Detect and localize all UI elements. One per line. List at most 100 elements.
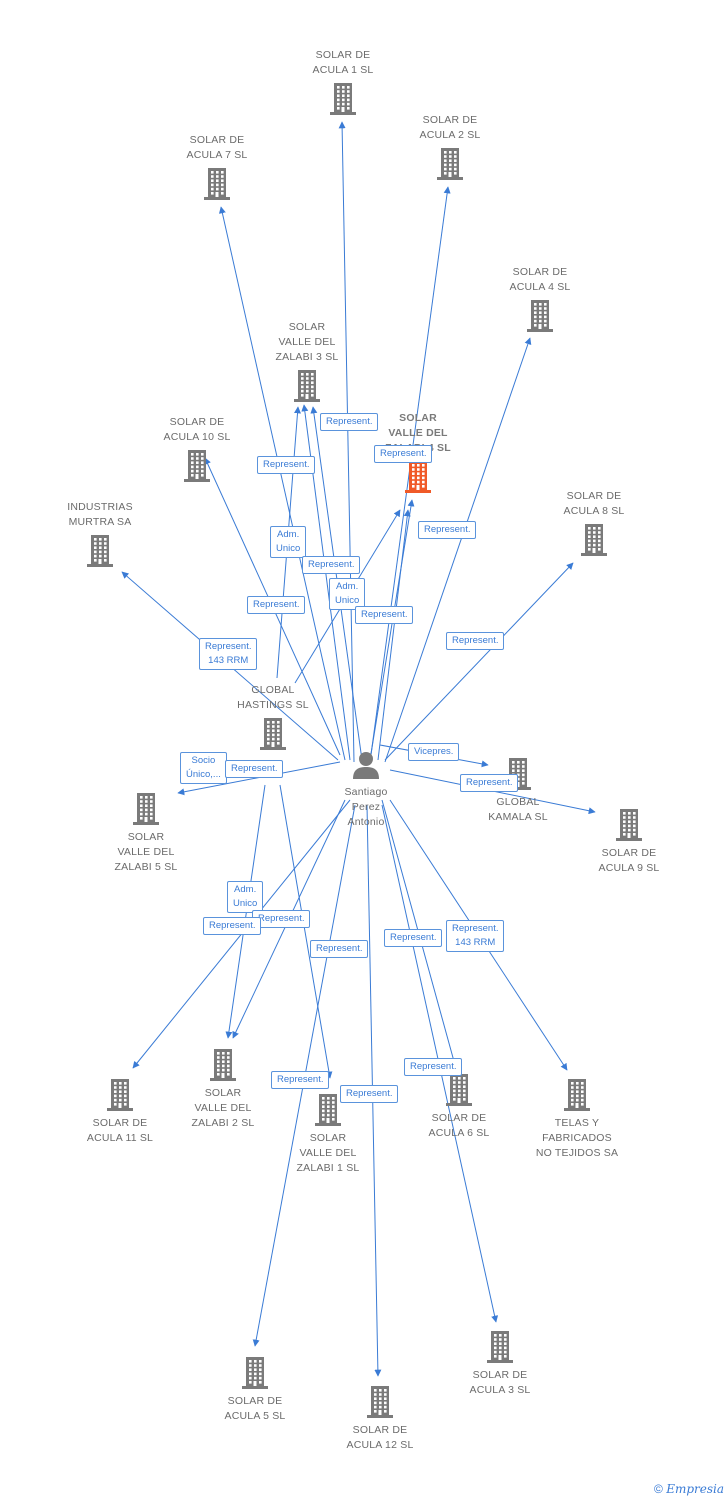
- company-label-line: NO TEJIDOS SA: [535, 1147, 619, 1159]
- company-label-line: HASTINGS SL: [237, 699, 309, 711]
- relation-badge-text: Represent.: [308, 559, 355, 570]
- relation-badge-text: Represent.: [326, 416, 373, 427]
- company-label-line: ACULA 5 SL: [224, 1410, 286, 1422]
- relation-badge-text: Represent.: [346, 1088, 393, 1099]
- company-label-line: SOLAR: [288, 321, 326, 333]
- edge-arrow: [279, 784, 333, 1079]
- relation-badge-text: Represent.: [231, 763, 278, 774]
- relation-badge[interactable]: Represent.: [302, 556, 361, 574]
- company-node-acula9[interactable]: SOLAR DE ACULA 9 SL: [574, 808, 684, 876]
- company-label-line: ZALABI 5 SL: [114, 861, 178, 873]
- building-icon: [162, 167, 272, 203]
- relation-badge-text: Represent.: [316, 943, 363, 954]
- relation-badge-text: Represent.: [263, 459, 310, 470]
- building-icon: [395, 147, 505, 183]
- company-label-line: VALLE DEL: [194, 1102, 252, 1114]
- relation-badge[interactable]: Represent.: [320, 413, 379, 431]
- company-label: SOLAR DE ACULA 1 SL: [288, 48, 398, 78]
- company-label-line: SOLAR: [127, 831, 165, 843]
- relation-badge[interactable]: Represent.143 RRM: [199, 638, 258, 670]
- relation-badge-text: Represent.: [380, 448, 427, 459]
- relation-badge[interactable]: Represent.: [384, 929, 443, 947]
- edge-arrow: [384, 337, 532, 763]
- company-label-line: TELAS Y: [554, 1117, 600, 1129]
- edge-arrow: [369, 499, 415, 761]
- company-label-line: ACULA 11 SL: [86, 1132, 154, 1144]
- relation-badge[interactable]: Represent.: [257, 456, 316, 474]
- company-node-acula6[interactable]: SOLAR DE ACULA 6 SL: [404, 1073, 514, 1141]
- person-label-line: Antonio: [347, 816, 385, 828]
- company-label-line: ACULA 6 SL: [428, 1127, 490, 1139]
- building-icon: [404, 1073, 514, 1109]
- relation-badge[interactable]: Represent.: [418, 521, 477, 539]
- building-icon: [252, 369, 362, 405]
- relation-badge[interactable]: Represent.: [446, 632, 505, 650]
- company-label-line: SOLAR DE: [315, 49, 371, 61]
- edge-arrow: [338, 121, 355, 763]
- building-icon: [65, 1078, 175, 1114]
- building-icon: [539, 523, 649, 559]
- company-label: SOLAR DE ACULA 6 SL: [404, 1111, 514, 1141]
- company-node-acula1[interactable]: SOLAR DE ACULA 1 SL: [288, 48, 398, 118]
- relation-badge[interactable]: Adm.Unico: [227, 881, 264, 913]
- company-label: SOLAR DE ACULA 9 SL: [574, 846, 684, 876]
- relation-badge[interactable]: Represent.: [460, 774, 519, 792]
- building-icon: [363, 460, 473, 496]
- edge-arrow: [218, 206, 346, 761]
- building-icon: [485, 299, 595, 335]
- building-icon: [445, 1330, 555, 1366]
- relation-badge[interactable]: Adm.Unico: [270, 526, 307, 558]
- edge-arrow: [384, 562, 574, 761]
- relation-badge[interactable]: Represent.: [271, 1071, 330, 1089]
- relation-badge[interactable]: Represent.: [374, 445, 433, 463]
- relation-badge-text: Represent.: [205, 641, 252, 652]
- company-label-line: MURTRA SA: [68, 516, 132, 528]
- relation-badge[interactable]: Represent.: [404, 1058, 463, 1076]
- company-label-line: ACULA 7 SL: [186, 149, 248, 161]
- edge-arrow: [377, 509, 411, 761]
- building-icon: [200, 1356, 310, 1392]
- company-label-line: ACULA 12 SL: [346, 1439, 414, 1451]
- company-label-line: SOLAR DE: [601, 847, 657, 859]
- relation-badge[interactable]: Represent.: [247, 596, 306, 614]
- relation-badge[interactable]: Represent.: [225, 760, 284, 778]
- company-label-line: SOLAR DE: [431, 1112, 487, 1124]
- relation-badge[interactable]: Represent.: [310, 940, 369, 958]
- relation-badge[interactable]: Represent.: [252, 910, 311, 928]
- relation-badge[interactable]: Represent.: [203, 917, 262, 935]
- building-icon: [288, 82, 398, 118]
- relation-badge[interactable]: Represent.: [340, 1085, 399, 1103]
- relation-badge[interactable]: Represent.143 RRM: [446, 920, 505, 952]
- company-label-line: ACULA 1 SL: [312, 64, 374, 76]
- building-icon: [522, 1078, 632, 1114]
- relation-badge[interactable]: Adm.Unico: [329, 578, 366, 610]
- relation-badge[interactable]: Represent.: [355, 606, 414, 624]
- company-label-line: ACULA 9 SL: [598, 862, 660, 874]
- relation-badge-text: Socio: [191, 755, 216, 766]
- relation-badge-text: Represent.: [390, 932, 437, 943]
- relation-badge[interactable]: Vicepres.: [408, 743, 460, 761]
